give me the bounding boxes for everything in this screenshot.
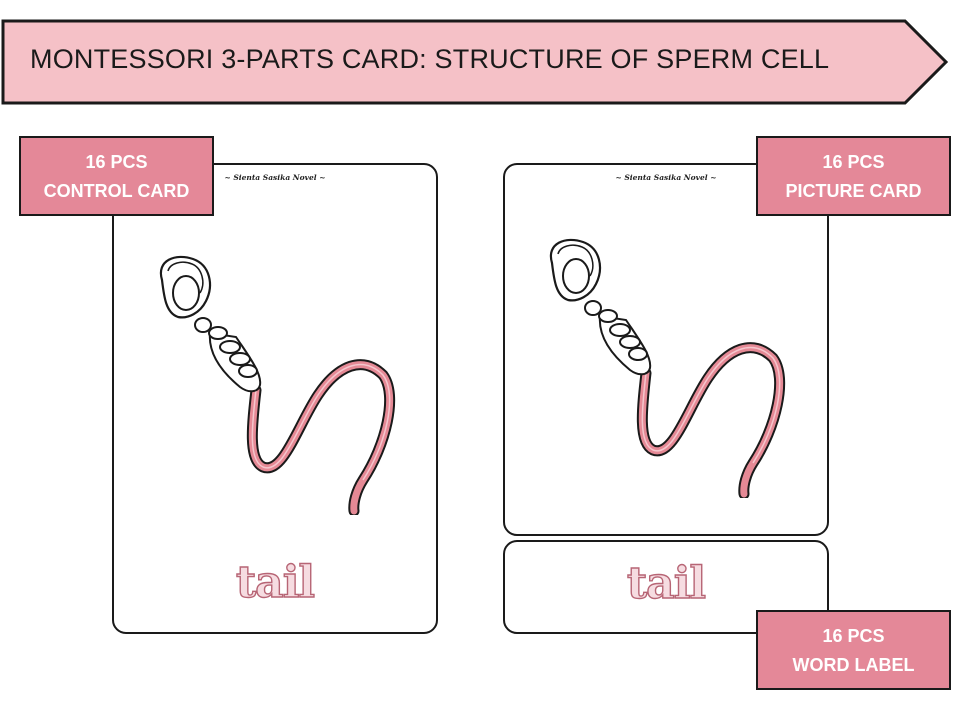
badge-label: WORD LABEL	[792, 655, 915, 675]
control-card-badge: 16 PCS CONTROL CARD	[19, 136, 214, 216]
badge-count: 16 PCS	[822, 626, 885, 646]
badge-count: 16 PCS	[822, 152, 885, 172]
page-title: MONTESSORI 3-PARTS CARD: STRUCTURE OF SP…	[30, 44, 830, 74]
sperm-cell-illustration	[549, 238, 786, 498]
sperm-cell-illustration	[159, 255, 396, 515]
control-card: ~ Sienta Sasika Novel ~ tail	[112, 163, 438, 634]
badge-count: 16 PCS	[85, 152, 148, 172]
word-label-badge: 16 PCS WORD LABEL	[756, 610, 951, 690]
badge-label: PICTURE CARD	[785, 181, 922, 201]
picture-card-badge: 16 PCS PICTURE CARD	[756, 136, 951, 216]
label-word: tail	[626, 557, 707, 609]
card-credit: ~ Sienta Sasika Novel ~	[615, 173, 717, 182]
badge-label: CONTROL CARD	[43, 181, 190, 201]
title-banner	[1, 19, 949, 105]
card-credit: ~ Sienta Sasika Novel ~	[224, 173, 326, 182]
card-word: tail	[235, 556, 316, 608]
picture-card: ~ Sienta Sasika Novel ~	[503, 163, 829, 536]
